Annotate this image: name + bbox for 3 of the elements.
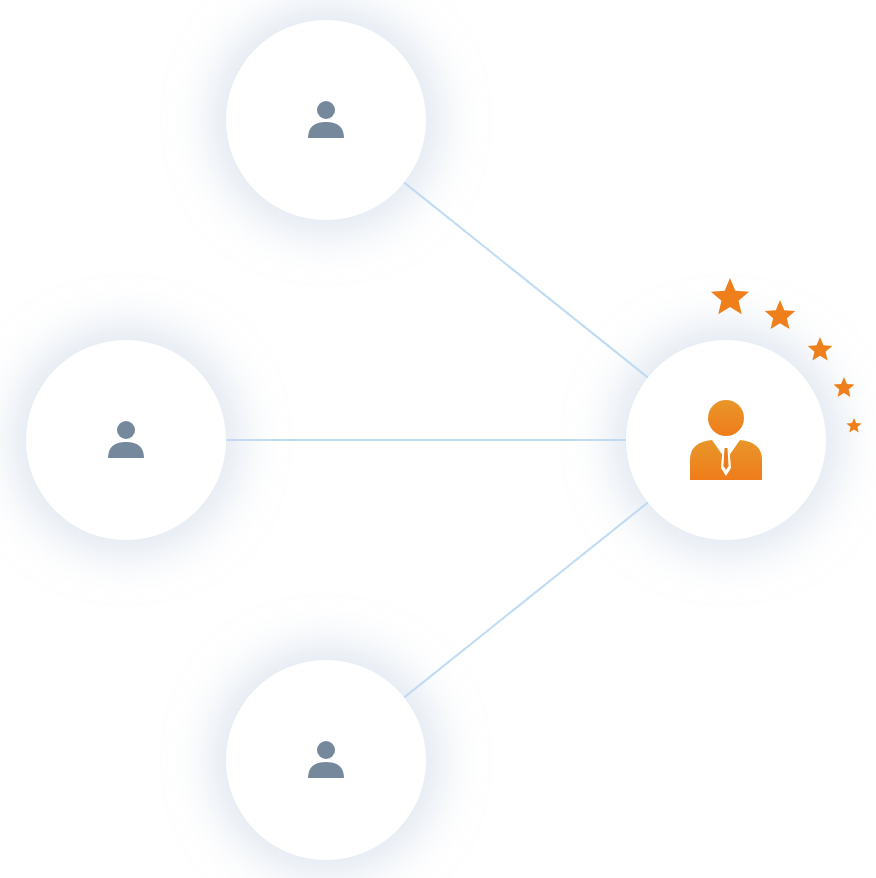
connector-line (403, 501, 649, 699)
connector-line (225, 439, 627, 441)
connector-line (403, 181, 649, 379)
